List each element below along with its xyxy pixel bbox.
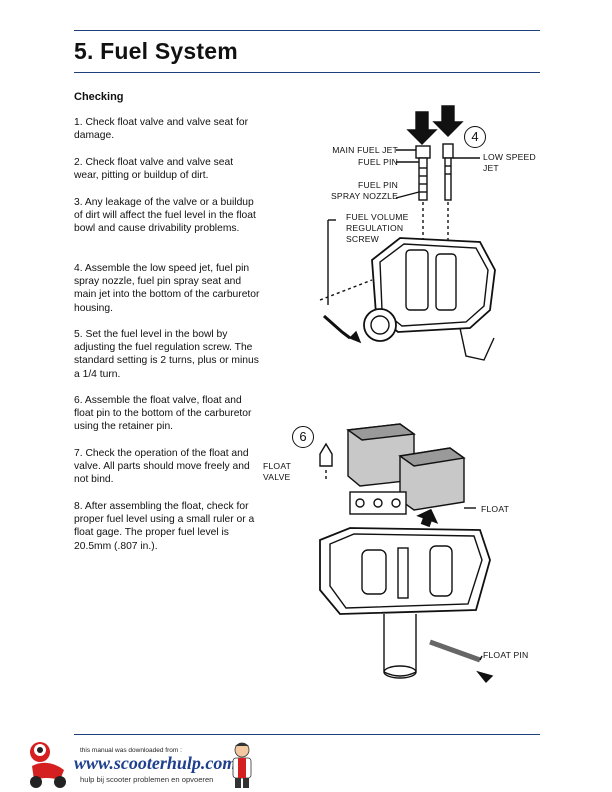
step-2: 2. Check float valve and valve seat wear… bbox=[74, 157, 234, 182]
site-tagline: hulp bij scooter problemen en opvoeren bbox=[80, 775, 214, 784]
fuel-volume-screw-label-2: REGULATION bbox=[346, 223, 404, 233]
site-url-link[interactable]: www.scooterhulp.com bbox=[74, 753, 237, 773]
fuel-volume-screw-label-3: SCREW bbox=[346, 234, 379, 244]
footer-rule bbox=[74, 734, 540, 735]
title-underline bbox=[74, 72, 540, 73]
top-rule bbox=[74, 30, 540, 31]
float-pin-label: FLOAT PIN bbox=[483, 650, 529, 660]
step-3: 3. Any leakage of the valve or a buildup… bbox=[74, 197, 256, 235]
step-4: 4. Assemble the low speed jet, fuel pin … bbox=[74, 263, 260, 314]
float-label: FLOAT bbox=[481, 504, 510, 514]
page-title: 5. Fuel System bbox=[74, 38, 238, 64]
step-7: 7. Check the operation of the float and … bbox=[74, 448, 250, 486]
mechanic-mascot-icon bbox=[232, 742, 252, 788]
fuel-pin-spray-label-2: SPRAY NOZZLE bbox=[330, 191, 398, 201]
step-6: 6. Assemble the float valve, float and f… bbox=[74, 395, 252, 433]
low-speed-jet-label-2: JET bbox=[483, 163, 499, 173]
step-5: 5. Set the fuel level in the bowl by adj… bbox=[74, 329, 259, 380]
fuel-volume-screw-label-1: FUEL VOLUME bbox=[346, 212, 409, 222]
figure-6-callout: 6 bbox=[292, 426, 314, 448]
fuel-pin-spray-label-1: FUEL PIN bbox=[358, 180, 398, 190]
scooterhulp-logo-icon bbox=[30, 742, 66, 788]
carburetor-jets-illustration bbox=[319, 105, 496, 361]
step-8: 8. After assembling the float, check for… bbox=[74, 501, 255, 552]
low-speed-jet-label-1: LOW SPEED bbox=[483, 152, 536, 162]
fuel-pin-label: FUEL PIN bbox=[358, 157, 398, 167]
download-note: this manual was downloaded from : bbox=[80, 747, 182, 754]
step-1: 1. Check float valve and valve seat for … bbox=[74, 117, 248, 142]
float-valve-label-2: VALVE bbox=[263, 472, 291, 482]
figure-4-callout: 4 bbox=[464, 126, 486, 148]
float-valve-label-1: FLOAT bbox=[263, 461, 292, 471]
section-heading: Checking bbox=[74, 91, 124, 103]
main-fuel-jet-label: MAIN FUEL JET bbox=[332, 145, 398, 155]
float-assembly-illustration bbox=[319, 423, 494, 684]
